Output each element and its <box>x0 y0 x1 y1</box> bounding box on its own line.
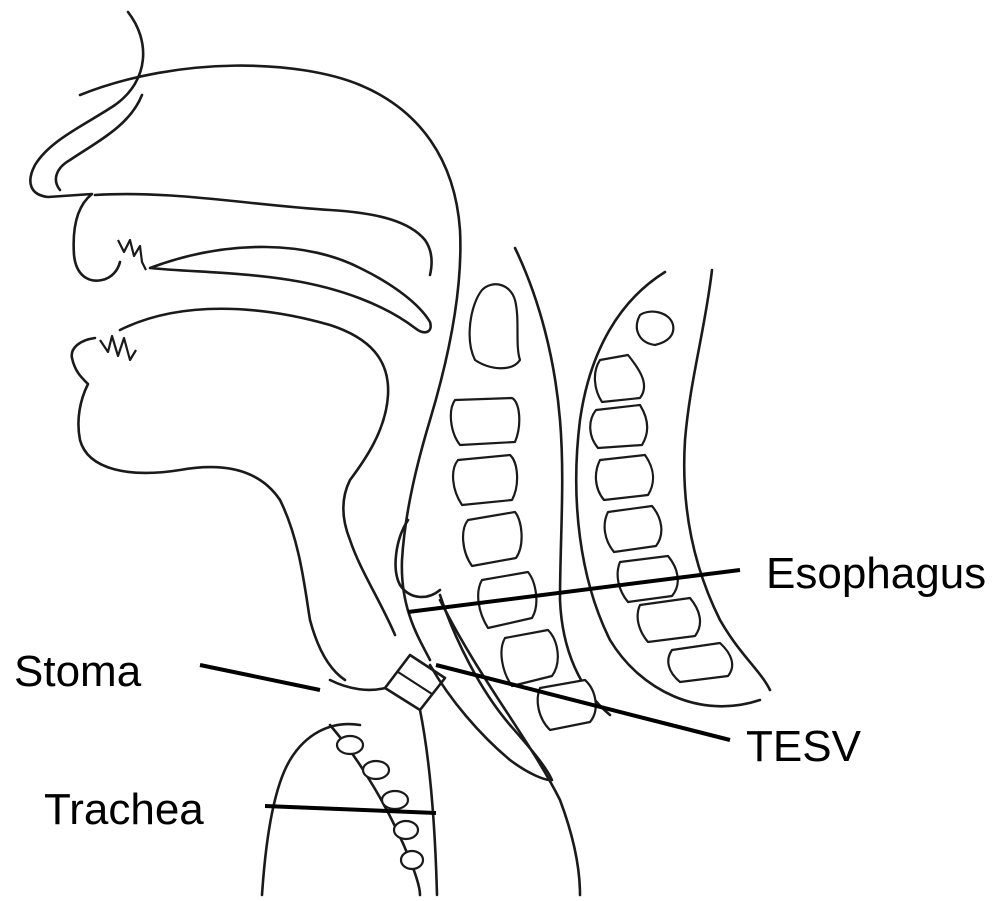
tesv-label: TESV <box>746 722 862 771</box>
stoma-leader-line <box>200 665 320 690</box>
skull-back-line <box>80 66 460 660</box>
nose-inner-line <box>56 95 142 190</box>
lower-teeth <box>100 336 136 360</box>
trachea-leader-line <box>265 806 436 813</box>
tesv-ring <box>398 672 432 694</box>
vertebrae-back-column <box>590 312 732 682</box>
esophagus-label: Esophagus <box>766 549 986 598</box>
stoma-label: Stoma <box>14 647 142 696</box>
hard-palate <box>150 247 431 332</box>
nasal-cavity <box>95 194 432 275</box>
trachea-label: Trachea <box>44 785 204 834</box>
trachea-front <box>330 680 385 690</box>
trachea-back-wall <box>420 710 437 895</box>
tracheal-rings <box>337 736 423 869</box>
lower-face-chin <box>72 338 345 680</box>
esophagus-front-wall <box>430 665 550 780</box>
upper-teeth <box>118 240 146 270</box>
face-profile-upper <box>30 12 143 281</box>
